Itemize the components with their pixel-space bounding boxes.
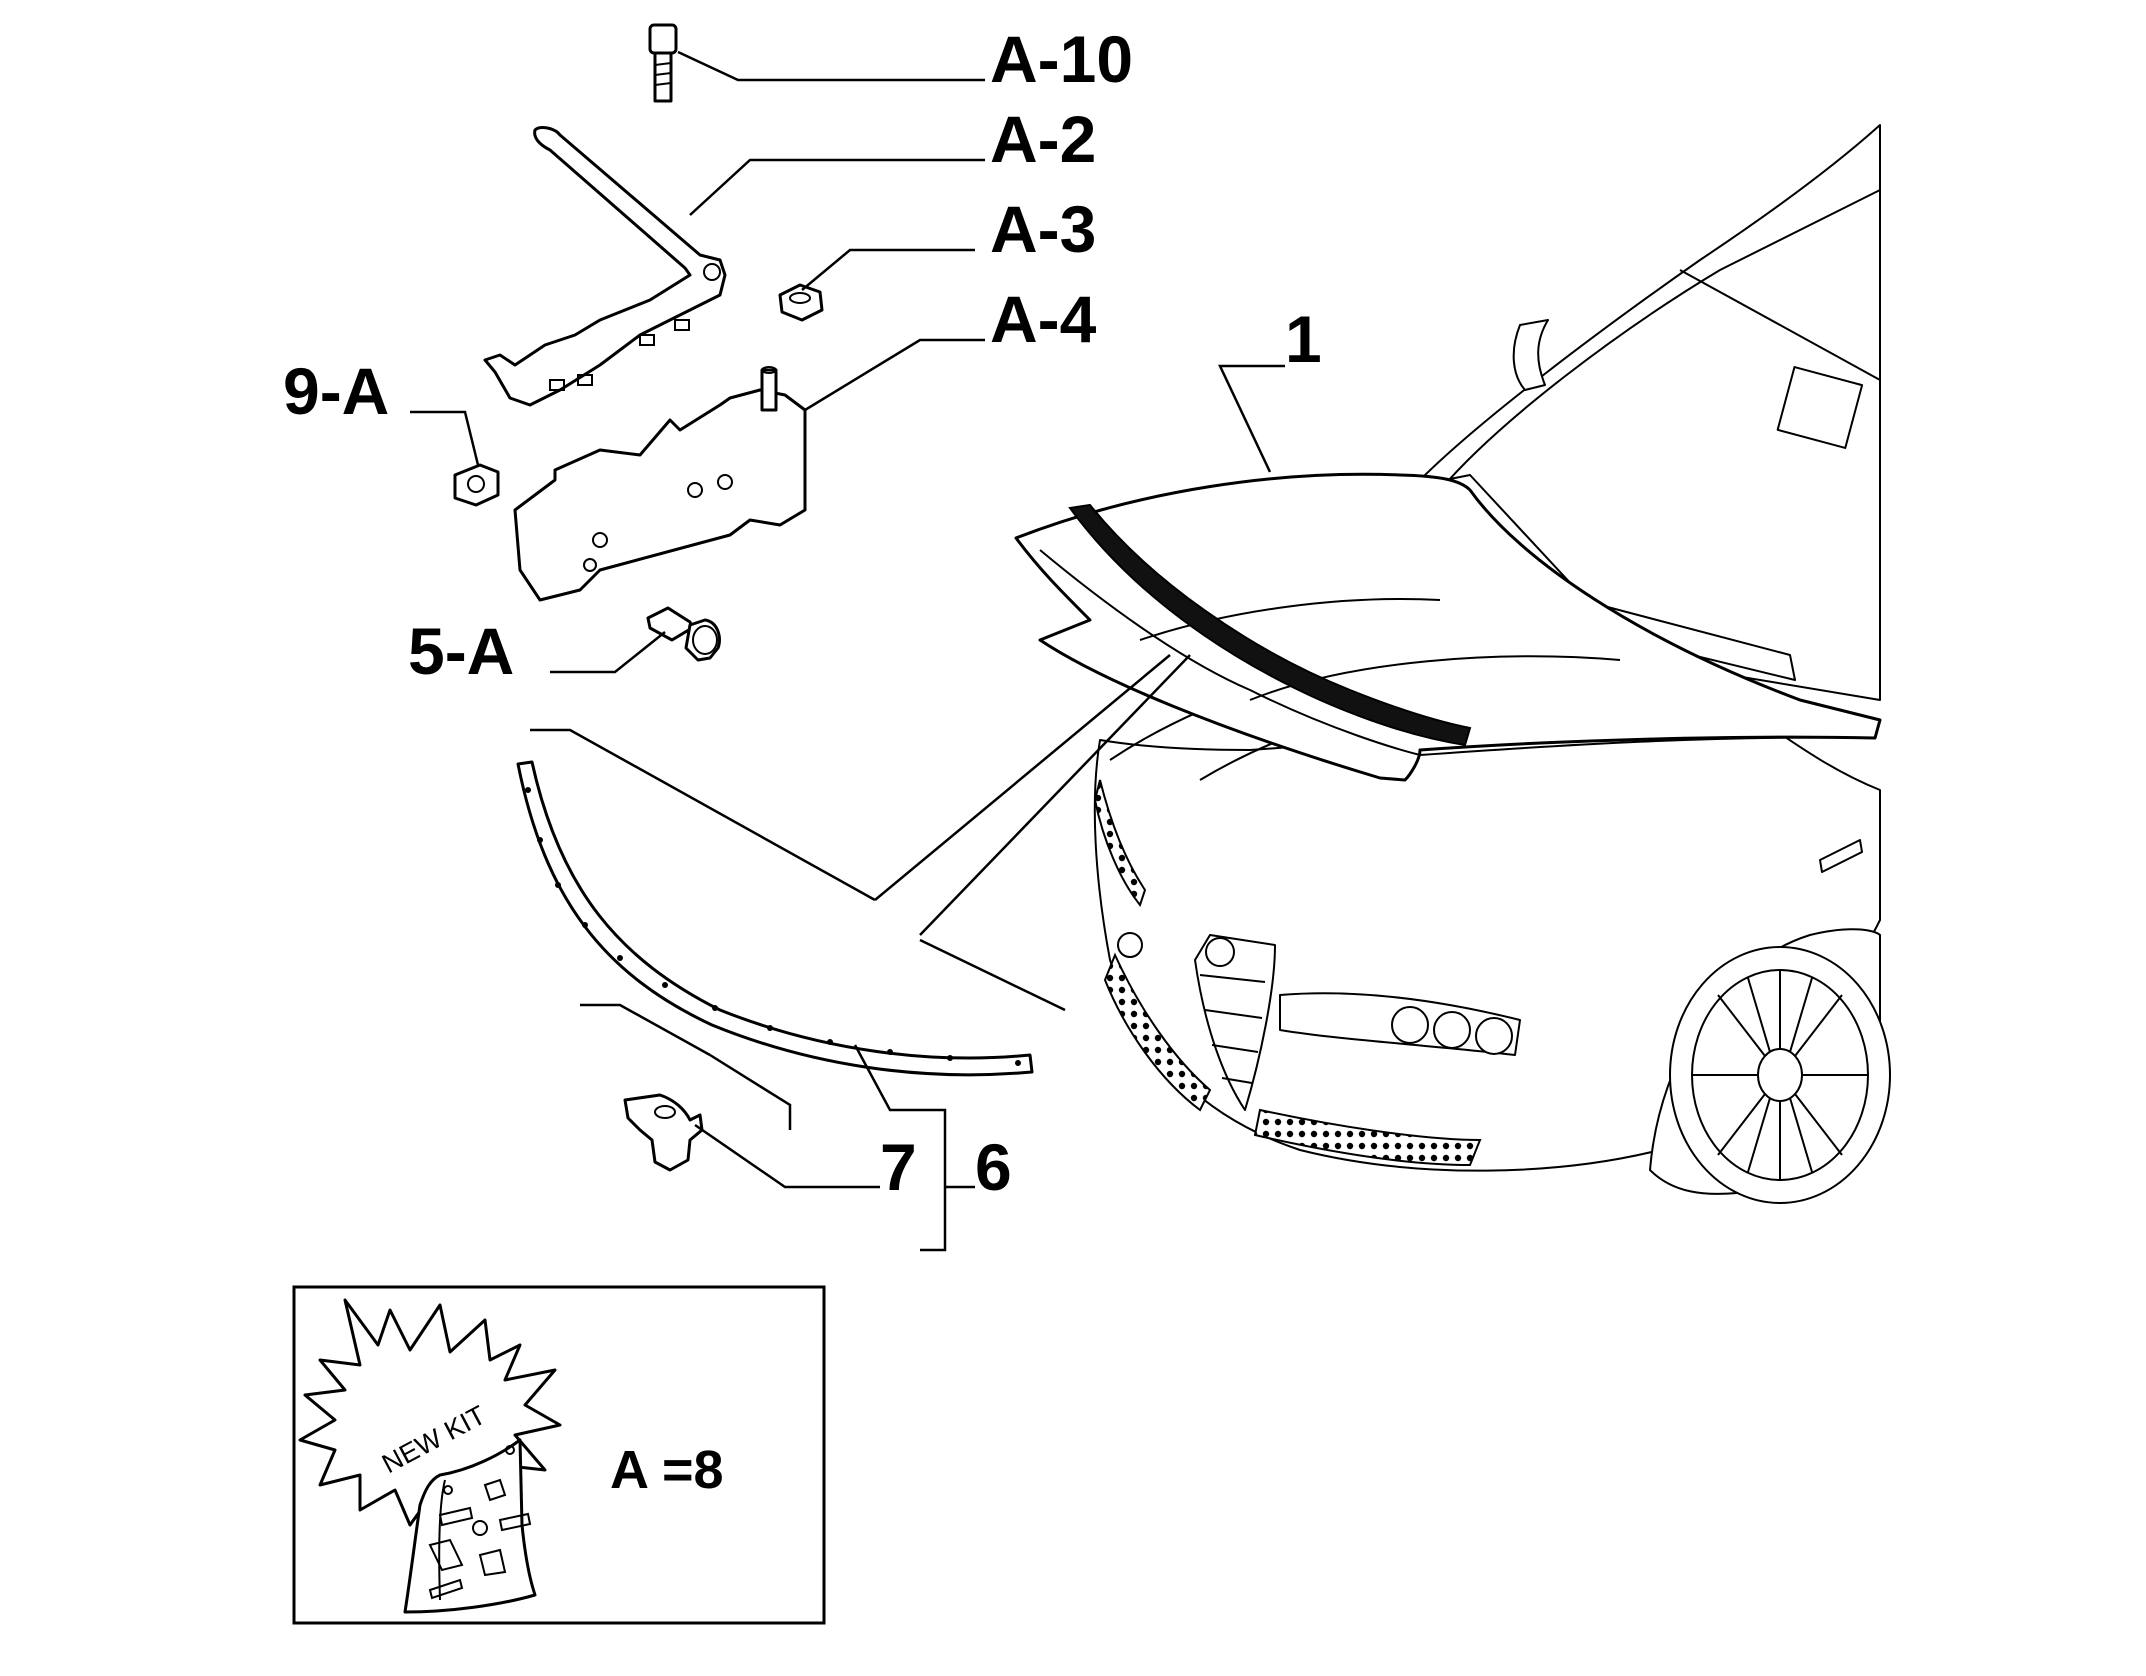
callout-a2: A-2 [990,102,1096,176]
construction-line-hood [874,654,1171,901]
nut-part-9a [453,463,500,507]
wheel-spokes [1692,970,1868,1180]
leader-5a [550,631,666,674]
callout-5a: 5-A [408,614,514,688]
leader-6 [853,1044,947,1252]
leader-a10 [677,50,985,82]
hood-panel [1014,472,1882,782]
callout-a3: A-3 [990,192,1096,266]
callout-a4: A-4 [990,282,1097,356]
construction-line-7 [580,1003,711,1057]
kit-equation: A =8 [610,1440,724,1500]
callout-6: 6 [975,1130,1012,1204]
callout-a10: A-10 [990,22,1133,96]
leader-7 [694,1123,880,1189]
leader-a4 [804,338,985,412]
seal-strip-6 [516,760,1034,1077]
new-kit-box: NEW KIT A =8 [292,1285,826,1625]
construction-line-7b [709,1053,792,1130]
leader-a2 [689,158,985,216]
bolt-part-5a [646,606,721,662]
construction-line-lower [919,938,1066,1012]
construction-line-6 [919,654,1191,936]
leader-a3 [801,248,975,291]
nut-part-a3 [778,283,824,322]
clip-part-7 [623,1093,704,1172]
callout-9a: 9-A [283,354,389,428]
leader-9a [410,410,480,466]
kit-contents [428,1478,532,1600]
callout-7: 7 [880,1130,917,1204]
hinge-arm-part-a2 [483,126,727,407]
hinge-bracket-part-a4 [513,366,807,602]
construction-line-upper [530,728,876,902]
leader-1 [1218,364,1285,473]
strip-holes [525,787,1021,1066]
callout-1: 1 [1285,302,1322,376]
kit-bag [403,1438,537,1614]
bolt-part-a10 [648,23,678,103]
